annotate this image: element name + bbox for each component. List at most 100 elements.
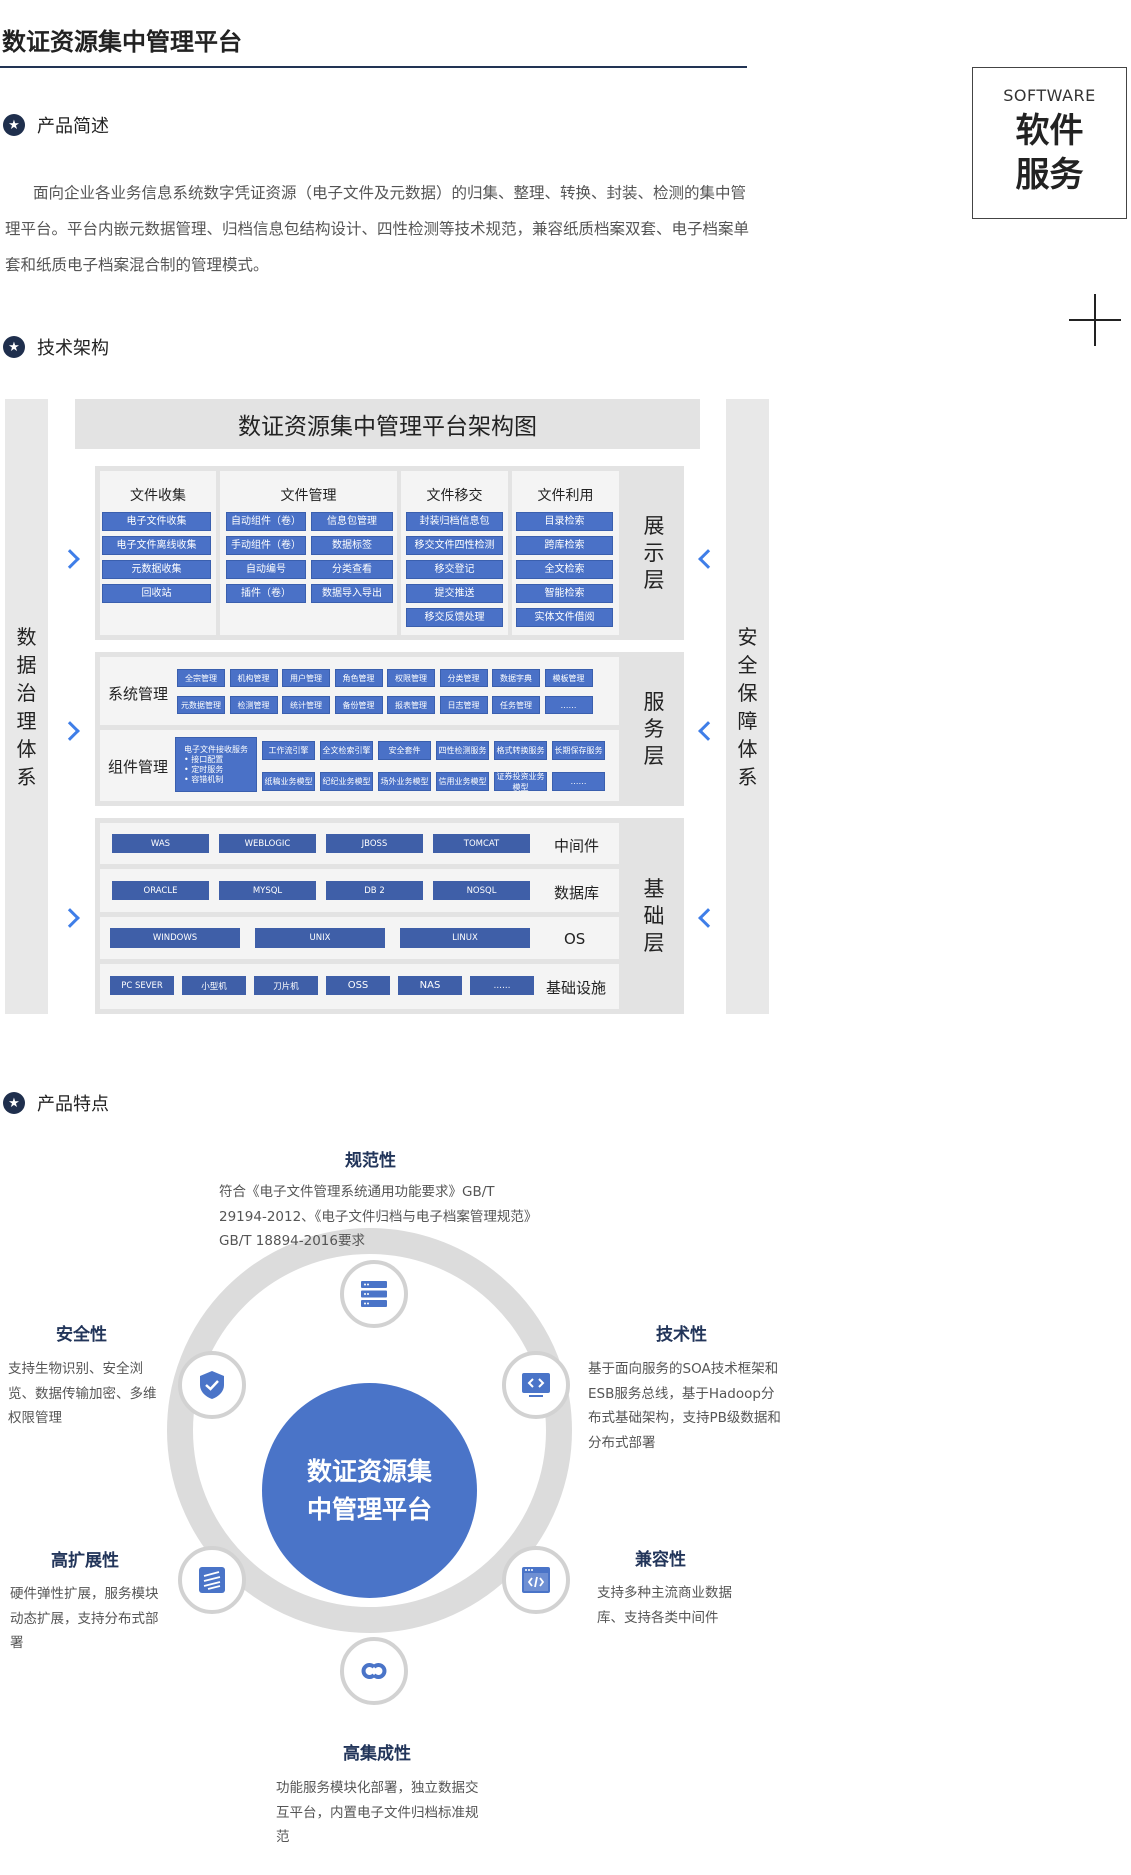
service-item-box: 工作流引擎: [262, 741, 315, 760]
middleware-box: WAS: [112, 834, 209, 853]
receive-service-title: 电子文件接收服务: [184, 744, 248, 754]
service-item-box: 证券投资业务模型: [494, 772, 547, 792]
infra-box: ……: [470, 976, 534, 995]
item-box: 电子文件收集: [102, 512, 211, 531]
feature-desc: 硬件弹性扩展，服务模块动态扩展，支持分布式部署: [10, 1586, 159, 1651]
row-label: 基础设施: [546, 979, 607, 997]
middleware-box: TOMCAT: [433, 834, 530, 853]
item-box: 跨库检索: [516, 536, 613, 555]
feature-desc: 支持多种主流商业数据库、支持各类中间件: [597, 1585, 732, 1626]
section-intro-label: 产品简述: [37, 116, 109, 137]
infra-box: PC SEVER: [110, 976, 174, 995]
arrow-left-icon: [698, 549, 718, 569]
service-item-box: 信用业务模型: [436, 772, 489, 791]
service-item-box: 全宗管理: [177, 669, 225, 687]
service-item-box: 分类管理: [439, 669, 488, 687]
service-item-box: 机构管理: [229, 669, 278, 687]
col-title: 文件移交: [426, 488, 483, 504]
display-layer-label: 展示层: [643, 513, 665, 592]
star-icon: ★: [3, 336, 25, 358]
component-mgmt-label: 组件管理: [108, 758, 169, 776]
service-item-box: 元数据管理: [177, 696, 225, 714]
link-icon: [340, 1637, 408, 1705]
middleware-box: JBOSS: [326, 834, 423, 853]
page-title: 数证资源集中管理平台: [2, 27, 242, 56]
item-box: 全文检索: [516, 560, 613, 579]
security-bar: 安全保障体系: [726, 399, 769, 1014]
badge-cn-line2: 服务: [1015, 155, 1084, 195]
code-monitor-icon: [502, 1351, 570, 1419]
item-box: 元数据收集: [102, 560, 211, 579]
service-item-box: 场外业务模型: [378, 772, 431, 791]
item-box: 电子文件离线收集: [102, 536, 211, 555]
item-box: 数据导入导出: [311, 584, 393, 603]
arrow-right-icon: [60, 549, 80, 569]
item-box: 目录检索: [516, 512, 613, 531]
badge-cn-line1: 软件: [1015, 111, 1084, 151]
middleware-box: WEBLOGIC: [219, 834, 316, 853]
col-title: 文件利用: [537, 488, 594, 504]
service-item-box: 纪纪业务模型: [320, 772, 373, 791]
intro-paragraph: 面向企业各业务信息系统数字凭证资源（电子文件及元数据）的归集、整理、转换、封装、…: [5, 184, 750, 274]
receive-service-box: 电子文件接收服务 • 接口配置 • 定时服务 • 容错机制: [175, 737, 257, 792]
database-box: MYSQL: [219, 881, 316, 900]
shield-check-icon: [178, 1351, 246, 1419]
security-label: 安全保障体系: [737, 624, 758, 789]
data-governance-bar: 数据治理体系: [5, 399, 48, 1014]
arrow-right-icon: [60, 721, 80, 741]
row-label: 数据库: [554, 884, 600, 902]
feature-desc: 基于面向服务的SOA技术框架和ESB服务总线，基于Hadoop分布式基础架构，支…: [588, 1361, 781, 1451]
item-box: 移交登记: [406, 560, 503, 579]
section-intro-heading: ★ 产品简述: [3, 112, 109, 138]
service-item-box: ……: [552, 772, 605, 791]
feature-desc: 符合《电子文件管理系统通用功能要求》GB/T 29194-2012、《电子文件归…: [219, 1184, 531, 1249]
item-box: 自动组件（卷）: [226, 512, 306, 531]
arrow-left-icon: [698, 908, 718, 928]
service-item-box: 格式转换服务: [494, 741, 547, 760]
section-features-heading: ★ 产品特点: [3, 1090, 109, 1116]
item-box: 自动编号: [226, 560, 306, 579]
server-icon: [340, 1260, 408, 1328]
item-box: 信息包管理: [311, 512, 393, 531]
service-item-box: 统计管理: [282, 696, 330, 714]
os-box: LINUX: [400, 928, 530, 948]
center-line1: 数证资源集: [306, 1456, 432, 1486]
section-features-label: 产品特点: [37, 1094, 109, 1115]
base-layer-label: 基础层: [643, 876, 665, 955]
item-box: 移交反馈处理: [406, 608, 503, 627]
item-box: 回收站: [102, 584, 211, 603]
service-item-box: 任务管理: [492, 696, 540, 714]
feature-title: 规范性: [345, 1151, 396, 1171]
service-item-box: 模板管理: [544, 669, 593, 687]
star-icon: ★: [3, 114, 25, 136]
code-window-icon: [502, 1546, 570, 1614]
item-box: 智能检索: [516, 584, 613, 603]
item-box: 插件（卷）: [226, 584, 306, 603]
receive-service-bullet: • 接口配置: [184, 754, 224, 764]
item-box: 分类查看: [311, 560, 393, 579]
service-layer-label: 服务层: [643, 689, 665, 768]
service-item-box: 检测管理: [229, 696, 278, 714]
features-center: 数证资源集中管理平台: [262, 1383, 477, 1598]
layers-icon: [178, 1546, 246, 1614]
feature-title: 兼容性: [635, 1550, 686, 1570]
diagram-title: 数证资源集中管理平台架构图: [75, 399, 700, 449]
arrow-left-icon: [698, 721, 718, 741]
row-label: OS: [564, 930, 586, 948]
os-box: WINDOWS: [110, 928, 240, 948]
infra-box: NAS: [398, 976, 462, 995]
service-item-box: 全文检索引擎: [320, 741, 373, 760]
badge-en: SOFTWARE: [1003, 86, 1096, 105]
col-title: 文件管理: [280, 488, 337, 504]
feature-title: 高扩展性: [51, 1551, 119, 1571]
infra-box: OSS: [326, 976, 390, 995]
star-icon: ★: [3, 1092, 25, 1114]
feature-desc: 功能服务模块化部署，独立数据交互平台，内置电子文件归档标准规范: [276, 1780, 479, 1845]
feature-desc: 支持生物识别、安全浏览、数据传输加密、多维权限管理: [8, 1361, 157, 1426]
feature-title: 安全性: [56, 1325, 107, 1345]
row-label: 中间件: [554, 837, 600, 855]
service-item-box: 角色管理: [334, 669, 383, 687]
col-title: 文件收集: [130, 488, 186, 504]
item-box: 提交推送: [406, 584, 503, 603]
infra-box: 刀片机: [254, 976, 318, 995]
